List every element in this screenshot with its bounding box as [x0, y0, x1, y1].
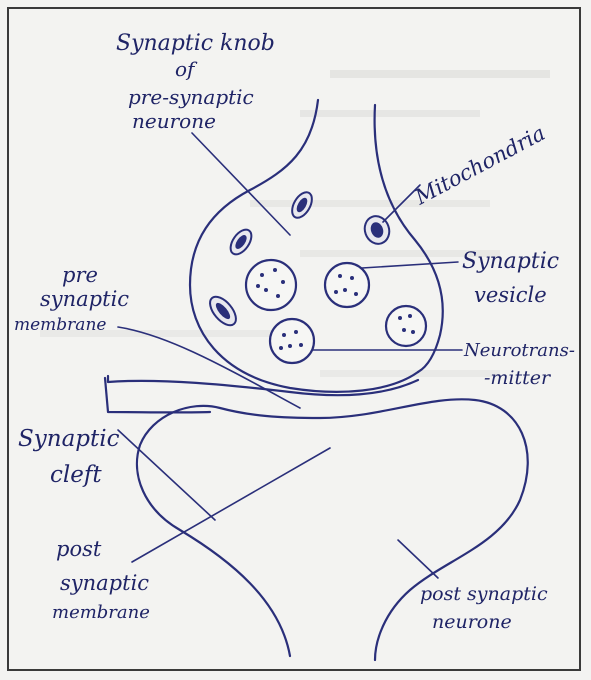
synaptic-vesicle: [386, 306, 426, 346]
presynaptic-membrane-line: [108, 376, 418, 395]
label-neurotransmitter-line2: -mitter: [484, 367, 552, 389]
label-post-neurone-line1: post synaptic: [420, 583, 548, 605]
leader-post-membrane: [132, 448, 330, 562]
label-pre-membrane-line3: membrane: [14, 315, 106, 335]
leader-synaptic-cleft: [118, 430, 215, 520]
label-synaptic-knob-line4: neurone: [132, 109, 216, 133]
label-synaptic-vesicle-line2: vesicle: [474, 283, 547, 307]
label-pre-membrane: pre synaptic membrane: [14, 263, 129, 335]
label-synaptic-knob-line2: of: [175, 57, 198, 81]
synaptic-vesicle: [270, 319, 314, 363]
label-synaptic-vesicle-line1: Synaptic: [462, 249, 559, 274]
label-neurotransmitter-line1: Neurotrans-: [463, 340, 575, 361]
label-post-neurone-line2: neurone: [432, 611, 512, 633]
label-post-membrane: post synaptic membrane: [52, 537, 150, 623]
synaptic-vesicles: [246, 260, 426, 363]
label-mitochondria: Mitochondria: [410, 121, 549, 210]
label-neurotransmitter: Neurotrans- -mitter: [463, 340, 575, 389]
leader-synaptic-knob: [192, 133, 290, 235]
mitochondrion: [288, 189, 316, 221]
label-pre-membrane-line1: pre: [62, 263, 98, 287]
leader-synaptic-vesicle: [362, 262, 458, 268]
mitochondria-group: [205, 189, 393, 330]
mitochondrion: [226, 226, 255, 258]
synaptic-vesicle: [325, 263, 369, 307]
label-synaptic-knob-line3: pre-synaptic: [128, 85, 254, 109]
label-post-neurone: post synaptic neurone: [420, 583, 548, 633]
label-synaptic-knob: Synaptic knob of pre-synaptic neurone: [116, 31, 275, 133]
label-synaptic-cleft: Synaptic cleft: [18, 426, 120, 488]
mitochondrion: [205, 292, 241, 330]
label-post-membrane-line3: membrane: [52, 602, 150, 623]
label-synaptic-vesicle: Synaptic vesicle: [462, 249, 559, 307]
leader-post-neurone: [398, 540, 438, 578]
label-synaptic-cleft-line2: cleft: [50, 462, 102, 488]
label-pre-membrane-line2: synaptic: [40, 287, 129, 311]
mitochondrion: [361, 213, 393, 248]
label-synaptic-knob-line1: Synaptic knob: [116, 31, 275, 56]
label-post-membrane-line2: synaptic: [60, 571, 149, 595]
label-post-membrane-line1: post: [56, 537, 102, 561]
label-synaptic-cleft-line1: Synaptic: [18, 426, 120, 452]
synaptic-vesicle: [246, 260, 296, 310]
